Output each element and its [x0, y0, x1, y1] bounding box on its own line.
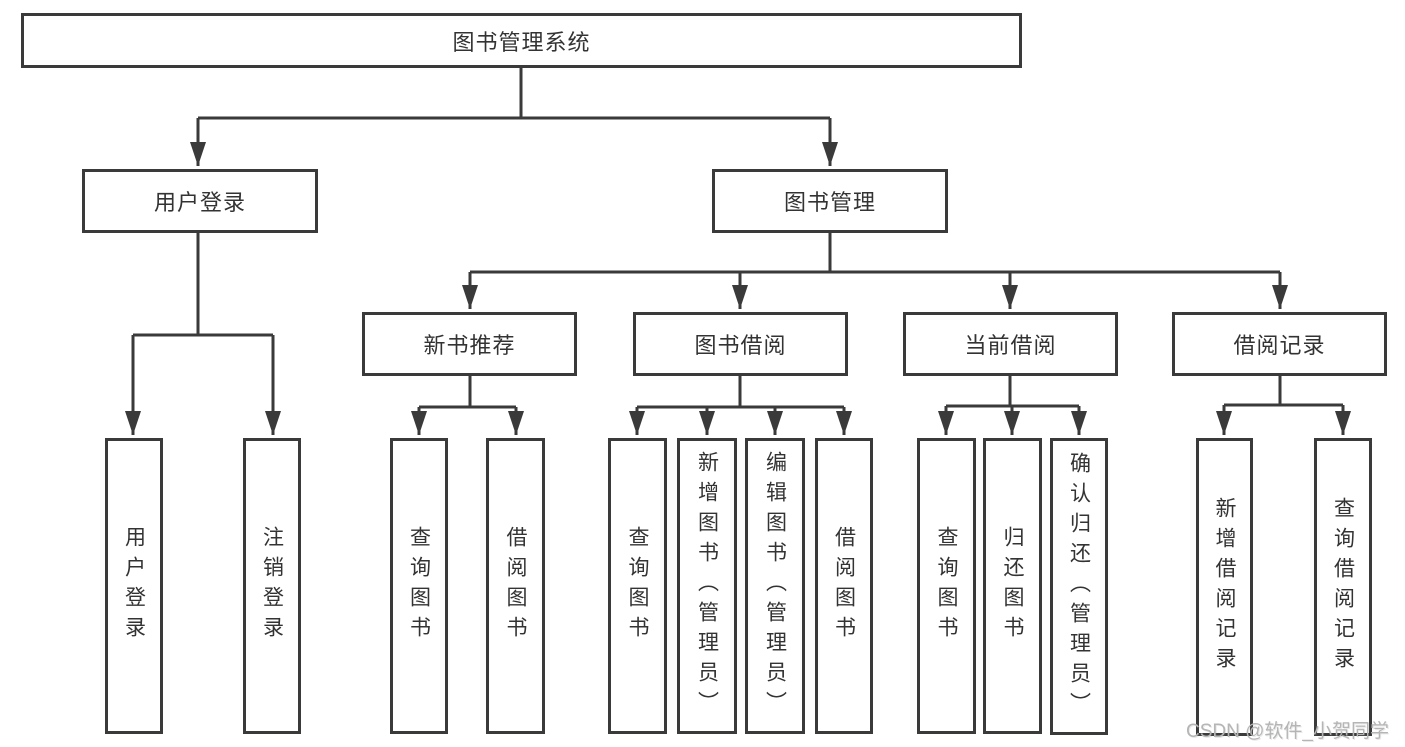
node-leaf-bb-add-books-admin: 新增图书（管理员） — [677, 438, 737, 734]
node-book-management: 图书管理 — [712, 169, 948, 233]
node-leaf-bb-query-books: 查询图书 — [608, 438, 667, 734]
csdn-watermark: CSDN @软件_小贺同学 — [1186, 721, 1389, 742]
node-leaf-br-add-record: 新增借阅记录 — [1196, 438, 1253, 736]
node-leaf-cb-confirm-return-admin: 确认归还（管理员） — [1050, 438, 1108, 735]
node-current-borrow: 当前借阅 — [903, 312, 1118, 376]
node-user-login: 用户登录 — [82, 169, 318, 233]
node-leaf-nb-query-books: 查询图书 — [390, 438, 448, 734]
node-leaf-cb-query-books: 查询图书 — [917, 438, 976, 734]
node-book-borrow: 图书借阅 — [633, 312, 848, 376]
node-leaf-logout: 注销登录 — [243, 438, 301, 734]
node-leaf-bb-edit-books-admin: 编辑图书（管理员） — [745, 438, 805, 734]
node-leaf-br-query-record: 查询借阅记录 — [1314, 438, 1372, 736]
node-new-book-recommend: 新书推荐 — [362, 312, 577, 376]
node-leaf-nb-borrow-books: 借阅图书 — [486, 438, 545, 734]
node-leaf-bb-borrow-books: 借阅图书 — [815, 438, 873, 734]
node-library-management-system: 图书管理系统 — [21, 13, 1022, 68]
node-leaf-user-login: 用户登录 — [105, 438, 163, 734]
node-borrow-records: 借阅记录 — [1172, 312, 1387, 376]
node-leaf-cb-return-books: 归还图书 — [983, 438, 1042, 734]
